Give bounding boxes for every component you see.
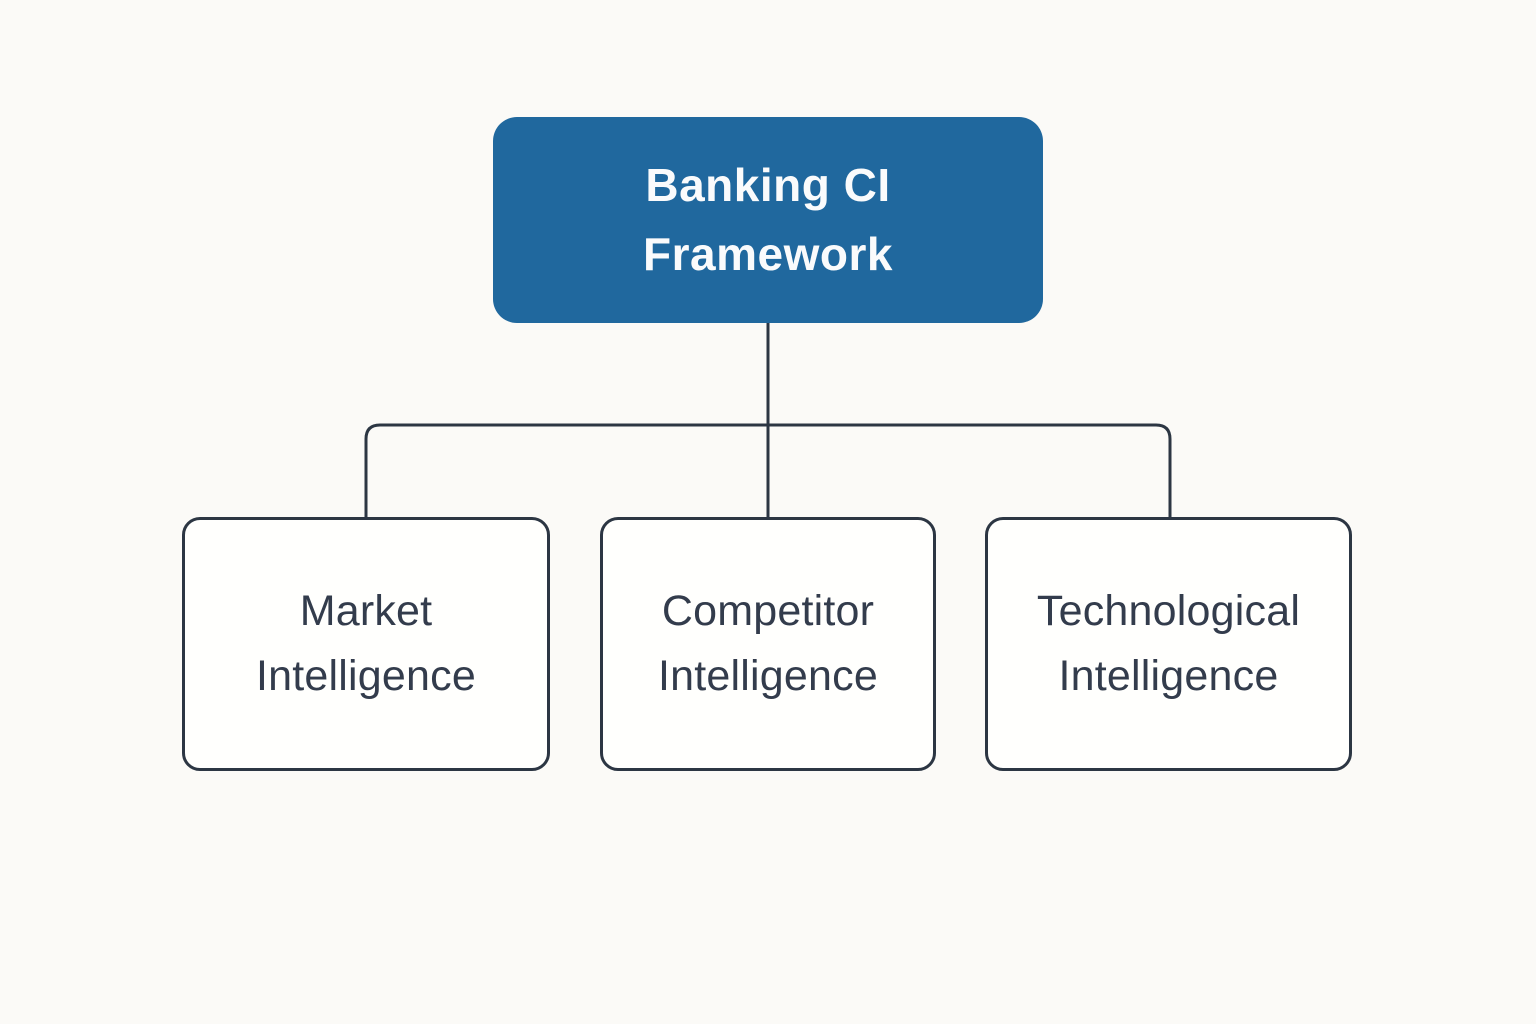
child-node-label-line-2: Intelligence <box>256 652 476 700</box>
root-node-label-line-2: Framework <box>643 228 893 280</box>
child-node-label-line-2: Intelligence <box>658 652 878 700</box>
connector-branch-left <box>364 423 768 517</box>
child-node-label-line-2: Intelligence <box>1058 652 1279 700</box>
root-node-banking-ci-framework: Banking CI Framework <box>493 117 1043 323</box>
connector-branch-right <box>768 423 1172 517</box>
child-node-label-line-1: Technological <box>1036 587 1301 635</box>
child-node-market-intelligence: Market Intelligence <box>182 517 550 771</box>
root-node-label-line-1: Banking CI <box>645 159 891 211</box>
child-node-competitor-intelligence: Competitor Intelligence <box>600 517 936 771</box>
child-node-technological-intelligence: Technological Intelligence <box>985 517 1352 771</box>
child-node-label-line-1: Competitor <box>661 587 875 635</box>
child-node-label-line-1: Market <box>299 587 433 635</box>
